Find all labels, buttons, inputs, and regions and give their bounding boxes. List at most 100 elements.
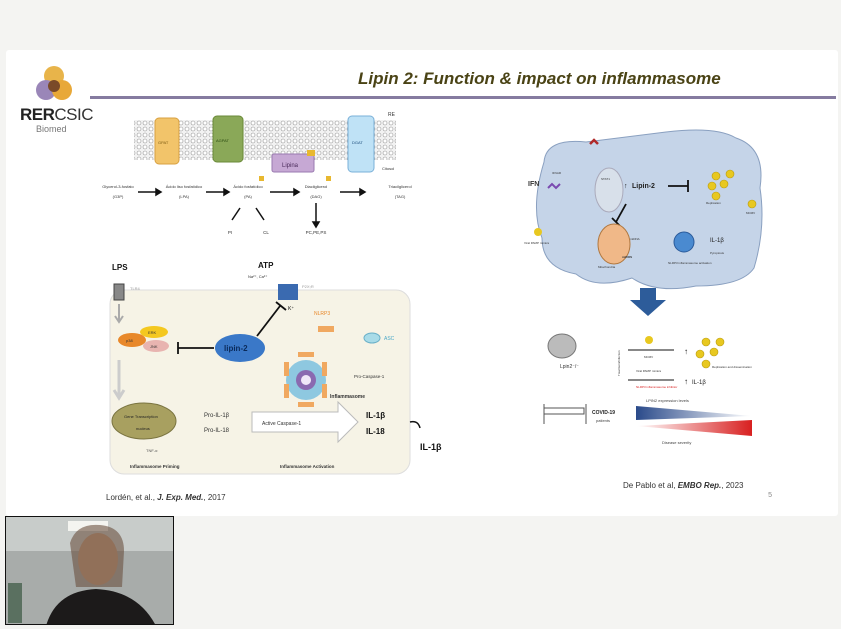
svg-text:NLRP3: NLRP3 [314,311,330,317]
inflammasome-complex [284,352,327,407]
erk-node [140,326,168,338]
gpat-enzyme [154,117,180,165]
lipid-synthesis-figure: RE Citosol GPAT AGPAT Lipina DGAT Glycer… [100,108,430,253]
svg-text:Treatment/infection: Treatment/infection [617,350,621,376]
dgat-enzyme [347,115,375,173]
svg-text:Pro-IL-18: Pro-IL-18 [204,428,230,434]
svg-text:ATP: ATP [258,261,274,270]
svg-text:MCMV: MCMV [746,211,755,215]
svg-text:IL-1β: IL-1β [710,238,724,244]
lipin2-node [215,334,265,362]
svg-text:IL-18: IL-18 [366,427,385,436]
svg-text:Pro-Caspase-1: Pro-Caspase-1 [354,374,385,379]
svg-text:PC,PE,PS: PC,PE,PS [306,230,327,235]
svg-text:PI: PI [228,230,232,235]
svg-text:↑: ↑ [684,347,688,356]
svg-text:P2X₇R: P2X₇R [302,284,314,289]
svg-text:↑: ↑ [624,183,628,190]
svg-text:Gene Transcription: Gene Transcription [124,414,158,419]
left-citation: Lordén, et al., J. Exp. Med., 2017 [106,493,226,502]
slide-title: Lipin 2: Function & impact on inflammaso… [358,69,721,88]
nucleus [111,402,177,440]
svg-text:Replication: Replication [706,201,721,205]
cell-shape [535,129,763,290]
svg-text:p38: p38 [126,338,133,343]
svg-text:LPIN2 expression levels: LPIN2 expression levels [646,398,689,403]
rercsic-logo-icon [36,66,72,100]
logo-subtitle: Biomed [36,124,67,134]
right-citation: De Pablo et al, EMBO Rep., 2023 [623,481,744,490]
svg-text:(TAG): (TAG) [395,194,406,199]
svg-text:Lipin-2: Lipin-2 [632,183,655,190]
svg-text:TLR4: TLR4 [130,286,141,291]
svg-text:Active Caspase-1: Active Caspase-1 [262,421,301,427]
svg-text:Lpin2⁻/⁻: Lpin2⁻/⁻ [560,364,579,370]
svg-text:IL-1β: IL-1β [692,380,706,386]
person-video-icon [6,517,173,624]
svg-text:Pyroptosis: Pyroptosis [710,251,725,255]
active-caspase-arrow [251,400,359,444]
svg-text:ASC: ASC [384,336,395,342]
p38-node [118,333,146,347]
svg-text:GPAT: GPAT [158,140,169,145]
svg-text:NLRP3 inflammasome inhibitor: NLRP3 inflammasome inhibitor [636,385,677,389]
severity-gradient [636,420,752,436]
svg-text:Diacilglicerol: Diacilglicerol [305,184,328,189]
slide-page-number: 5 [768,492,772,499]
title-divider [90,96,836,99]
svg-text:Na²⁺, Ca²⁺: Na²⁺, Ca²⁺ [248,274,267,279]
membrane-label: RE [388,112,396,118]
svg-text:MCMV: MCMV [644,355,653,359]
svg-text:IL-1β: IL-1β [420,442,442,452]
svg-text:Ácido liso fosfatídico: Ácido liso fosfatídico [166,184,203,189]
svg-text:LPS: LPS [112,263,128,272]
svg-text:mtDNA: mtDNA [630,237,640,241]
participant-video-tile[interactable] [5,516,174,625]
svg-text:Inflammasome Priming: Inflammasome Priming [130,464,180,469]
down-arrow [630,288,666,316]
svg-text:Inflammasome: Inflammasome [330,394,365,400]
svg-text:IFN: IFN [528,181,539,188]
p2x7r-channel [278,284,298,300]
svg-text:(PA): (PA) [244,194,252,199]
svg-text:(DAG): (DAG) [310,194,322,199]
svg-text:nucleus: nucleus [136,426,150,431]
inflammasome-figure: LPS TLR4 ATP Na²⁺, Ca²⁺ P2X₇R K⁺ NLRP3 E… [102,256,452,486]
svg-text:AGPAT: AGPAT [216,138,230,143]
logo-wordmark: RERCSIC [20,105,94,124]
svg-text:(LPA): (LPA) [179,194,190,199]
presentation-slide: RERCSIC Biomed Lipin 2: Function & impac… [6,50,838,516]
svg-text:patients: patients [596,418,610,423]
svg-text:Inflammasome Activation: Inflammasome Activation [280,464,335,469]
svg-text:(G3P): (G3P) [113,194,124,199]
svg-text:JNK: JNK [150,344,158,349]
svg-text:TNF-α: TNF-α [146,448,158,453]
hospital-bed-icon [543,407,585,415]
agpat-enzyme [212,115,244,163]
svg-text:Triacilglicerol: Triacilglicerol [388,184,411,189]
mitochondria [597,223,631,265]
svg-text:Mitochondria: Mitochondria [598,265,616,269]
lipina-enzyme [271,153,315,173]
svg-text:Replication and dissemination: Replication and dissemination [712,365,752,369]
svg-text:Viral PAMP mimics: Viral PAMP mimics [524,241,550,245]
svg-text:Ácido fosfatídico: Ácido fosfatídico [233,184,263,189]
svg-text:lipin-2: lipin-2 [224,344,248,353]
svg-text:↑: ↑ [684,377,688,386]
svg-text:DGAT: DGAT [352,140,363,145]
svg-text:COVID-19: COVID-19 [592,410,615,416]
cell-boundary [109,289,411,475]
svg-text:ERK: ERK [148,330,157,335]
svg-text:NLRP3 inflammasome activation: NLRP3 inflammasome activation [668,261,712,265]
cytosol-label: Citosol [382,166,394,171]
svg-text:Pro-IL-1β: Pro-IL-1β [204,413,230,419]
svg-text:CL: CL [263,230,269,235]
mouse-icon [547,333,577,359]
lipin2-covid-figure: IFN IFNAR STAT1 ↑ Lipin-2 Replication MC… [516,118,786,468]
mg-ion [307,150,315,156]
svg-text:Glycerol-3-fosfato: Glycerol-3-fosfato [102,184,134,189]
svg-text:Disease severity: Disease severity [662,440,691,445]
svg-text:Lipina: Lipina [282,163,299,169]
svg-text:mtROS: mtROS [622,255,632,259]
